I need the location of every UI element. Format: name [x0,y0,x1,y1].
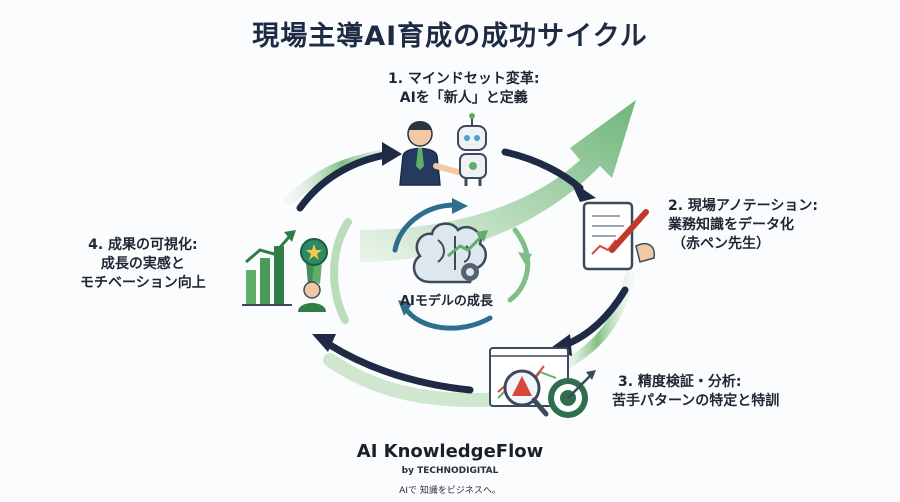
step-4-label: 4. 成果の可視化: 成長の実感と モチベーション向上 [80,236,206,293]
page-title: 現場主導AI育成の成功サイクル [252,21,648,52]
step-2-note: （赤ペン先生） [672,236,770,252]
inner-arrow-head-bottom [398,300,412,316]
arrow-2-to-3 [561,286,629,349]
brand-name: AI KnowledgeFlow [356,441,544,462]
step-4-desc: 成長の実感と [100,256,185,272]
person-icon [298,281,326,312]
center-label: AIモデルの成長 [400,294,493,309]
step-3-desc: 苦手パターンの特定と特訓 [612,393,780,409]
magnifier-warning-icon [489,347,569,417]
robot-icon [457,113,487,186]
step-1-label: 1. マインドセット変革: AIを「新人」と定義 [388,70,540,108]
inner-arrow-head-right [518,252,532,266]
growth-chart-icon [242,230,296,306]
step-2-title: 2. 現場アノテーション: [668,198,818,214]
inner-arc-right [507,227,531,303]
step-2-desc: 業務知識をデータ化 [668,217,794,233]
handshake-icon [399,121,461,186]
brand-by: by TECHNODIGITAL [401,466,499,476]
cycle-swoosh-left [330,218,352,324]
arrow-head-3-to-4 [312,334,336,352]
arrow-4-to-1 [296,151,389,212]
step-4-title: 4. 成果の可視化: [88,237,198,253]
arrow-head-1-to-2 [570,180,596,202]
step-3-label: 3. 精度検証・分析: 苦手パターンの特定と特訓 [612,373,779,411]
target-icon [548,370,596,418]
inner-arc-top [392,202,458,253]
step-1-desc: AIを「新人」と定義 [399,90,528,106]
brand-tagline: AIで 知識をビジネスへ。 [399,486,501,496]
step-4-note: モチベーション向上 [80,275,206,291]
arrow-3-to-4 [326,341,474,394]
inner-arrow-head-top [452,198,468,214]
growth-arrow [360,100,636,262]
arrow-head-4-to-1 [382,142,402,166]
medal-icon [300,238,328,284]
brain-gear-icon [412,222,488,284]
step-3-title: 3. 精度検証・分析: [618,374,742,390]
step-2-label: 2. 現場アノテーション: 業務知識をデータ化 （赤ペン先生） [668,197,818,254]
inner-arc-bottom [402,305,493,331]
step-1-title: 1. マインドセット変革: [388,71,540,87]
tablet-pen-icon [582,201,656,271]
